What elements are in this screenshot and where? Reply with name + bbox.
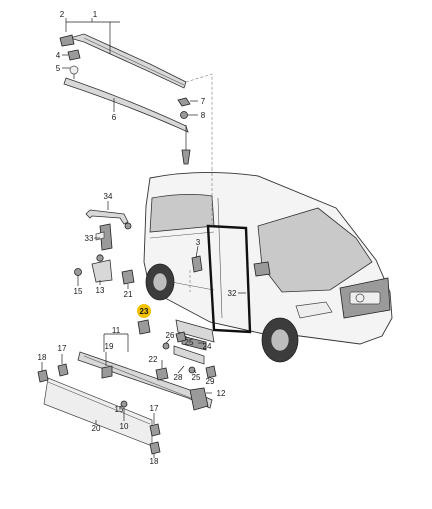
callout-10: 10: [120, 422, 129, 431]
trim-panel-20: [43, 377, 153, 447]
leader-lines: [62, 18, 198, 116]
clip-18b: [149, 441, 161, 455]
callout-3: 3: [196, 238, 201, 247]
callout-labels: 2 1 4 5 6 7 8 34 33 3 32 15 13 21 23 11 …: [38, 10, 237, 466]
callout-13: 13: [96, 286, 105, 295]
van-body: [143, 171, 393, 345]
callout-17-upper: 17: [58, 344, 67, 353]
highlight-badge-23: [137, 304, 151, 318]
callout-1: 1: [93, 10, 98, 19]
clip-23: [137, 319, 151, 335]
callout-4: 4: [56, 51, 61, 60]
bracket-28: [173, 345, 205, 365]
rail-end-cap-7: [177, 97, 191, 107]
upper-roller-rail: [59, 33, 213, 168]
clip-17b: [149, 423, 161, 437]
callout-6: 6: [112, 113, 117, 122]
clip-10: [120, 400, 128, 414]
clip-19: [101, 365, 113, 379]
hinge-bracket-33: [95, 223, 113, 251]
lower-bracket-24: [175, 319, 215, 351]
callout-29: 29: [206, 377, 215, 386]
door-check-rod-34: [85, 209, 132, 230]
callout-25-upper: 25: [185, 338, 194, 347]
clip-21: [121, 269, 135, 285]
callout-2: 2: [60, 10, 65, 19]
clip-18a: [37, 369, 49, 383]
lower-leaders: [41, 333, 212, 458]
callout-22: 22: [149, 355, 158, 364]
callout-19: 19: [105, 342, 114, 351]
callout-33: 33: [85, 234, 94, 243]
callout-17-lower: 17: [150, 404, 159, 413]
rail-clip-4: [67, 49, 81, 61]
callout-26: 26: [166, 331, 175, 340]
clip-29: [205, 365, 217, 379]
callout-18-lower: 18: [150, 457, 159, 466]
callout-12: 12: [217, 389, 226, 398]
callout-8: 8: [201, 111, 206, 120]
rail-end-cap-8: [180, 111, 188, 119]
callout-5: 5: [56, 64, 61, 73]
callout-23: 23: [140, 307, 149, 316]
callout-15-upper: 15: [74, 287, 83, 296]
door-frame-dash: [189, 168, 213, 292]
clip-26: [162, 342, 170, 350]
callout-11: 11: [112, 326, 121, 335]
rear-wheel: [145, 263, 175, 301]
callout-24: 24: [203, 342, 212, 351]
rail-end-12: [189, 387, 209, 411]
upper-guide-rod: [181, 125, 191, 165]
clip-25b: [188, 366, 196, 374]
callout-34: 34: [104, 192, 113, 201]
roller-15a: [74, 268, 82, 282]
rail-screw-5: [69, 65, 79, 79]
callout-28: 28: [174, 373, 183, 382]
bracket-13: [91, 254, 113, 283]
callout-18-upper: 18: [38, 353, 47, 362]
door-seal-32: [206, 224, 252, 334]
callout-32: 32: [228, 289, 237, 298]
callout-7: 7: [201, 97, 206, 106]
clip-17a: [57, 363, 69, 377]
mid-leaders: [77, 201, 246, 294]
roof-seal-strip-6: [63, 77, 189, 133]
callout-25-lower: 25: [192, 373, 201, 382]
callout-21: 21: [124, 290, 133, 299]
door-bracket-3: [191, 255, 203, 273]
callout-20: 20: [92, 424, 101, 433]
clip-22: [155, 367, 169, 381]
front-wheel: [261, 317, 299, 363]
callout-15-lower: 15: [115, 405, 124, 414]
